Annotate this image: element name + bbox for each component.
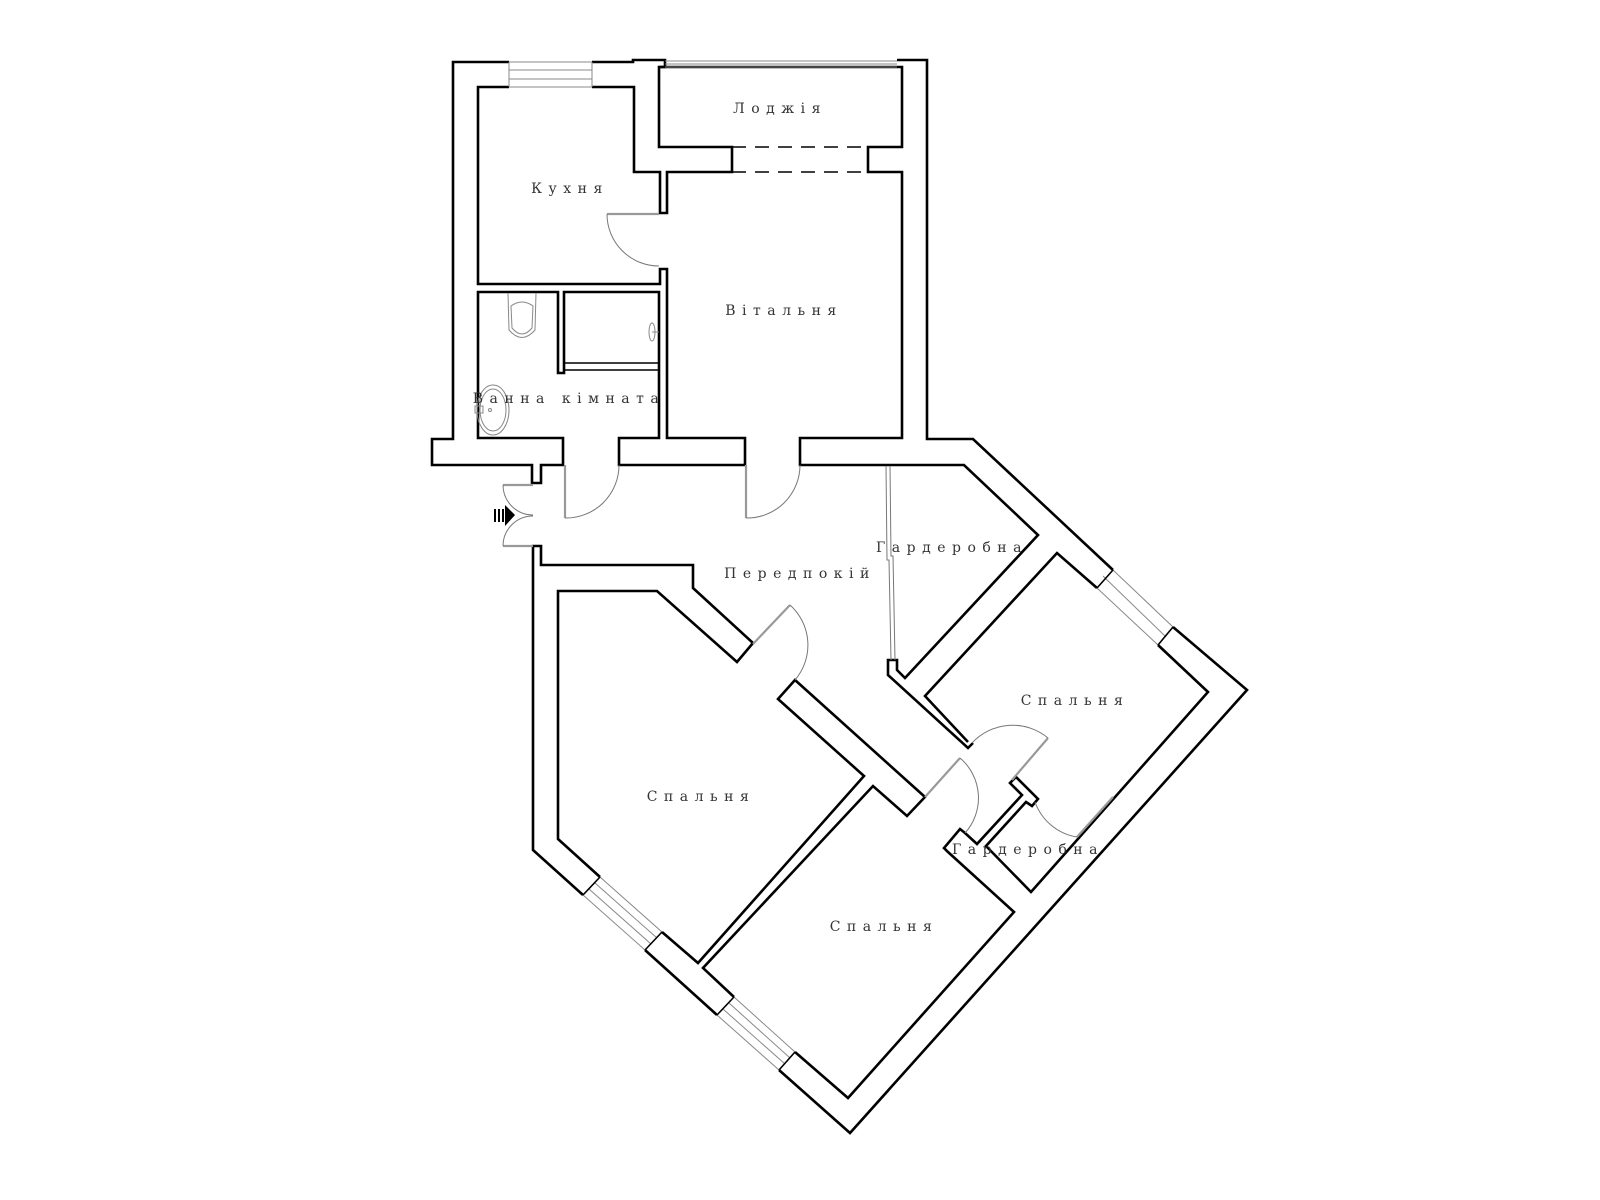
bedroom1-door[interactable]	[752, 604, 809, 681]
shower-tray-line	[564, 362, 660, 371]
toilet-icon	[507, 292, 537, 338]
doors	[502, 212, 1114, 838]
shower-icon	[648, 322, 659, 342]
door-leaf	[1011, 737, 1049, 781]
door-leaf	[1076, 796, 1114, 838]
windows	[508, 60, 1174, 1071]
bedroom3-south-wall	[794, 644, 1210, 1100]
west-wall	[430, 60, 747, 485]
bathroom-door[interactable]	[563, 464, 620, 519]
loggia-inner	[659, 65, 1040, 750]
label-wardrobe-1: Гардеробна	[876, 540, 1028, 556]
bedroom3-door[interactable]	[924, 757, 979, 834]
label-bathroom: Ванна кімната	[473, 391, 665, 407]
bedroom1-wall-lower	[661, 678, 927, 998]
south-east-outer-wall	[778, 626, 1249, 1135]
door-swing-arc	[959, 757, 979, 834]
door-leaf	[752, 604, 791, 645]
room-labels: Лоджія Кухня Вітальня Ванна кімната Пере…	[473, 101, 1130, 935]
kitchen-window	[508, 61, 593, 88]
label-bedroom-1: Спальня	[647, 789, 756, 805]
door-swing-arc	[606, 213, 660, 267]
door-swing-arc	[564, 464, 620, 519]
label-hallway: Передпокій	[724, 566, 876, 582]
label-bedroom-3: Спальня	[830, 919, 939, 935]
south-west-outer-wall	[644, 949, 718, 1016]
label-living-room: Вітальня	[725, 303, 843, 319]
sink-icon	[474, 384, 510, 436]
bedroom2-door[interactable]	[971, 724, 1049, 781]
entrance-arrow-icon	[494, 505, 515, 526]
bedroom2-window	[1096, 569, 1174, 646]
door-swing-arc	[1034, 801, 1078, 838]
label-loggia: Лоджія	[733, 101, 827, 117]
door-swing-arc	[789, 604, 809, 681]
label-wardrobe-2: Гардеробна	[952, 842, 1104, 858]
west-lower-outer-wall	[531, 544, 755, 896]
door-swing-arc	[971, 724, 1049, 744]
wardrobe1-sliding-door[interactable]	[884, 464, 896, 661]
bedroom3-window	[716, 996, 796, 1071]
door-swing-arc	[745, 464, 801, 519]
east-outer-wall	[897, 58, 1114, 571]
bedroom1-window	[582, 876, 663, 951]
door-swing-arc	[502, 515, 534, 547]
wardrobe2-door[interactable]	[1034, 796, 1114, 838]
label-bedroom-2: Спальня	[1021, 693, 1130, 709]
living-room-door[interactable]	[744, 464, 801, 519]
loggia-window	[665, 60, 897, 68]
bedroom2-wall	[923, 551, 1098, 743]
label-kitchen: Кухня	[531, 181, 609, 197]
kitchen-loggia-wall	[592, 58, 734, 215]
door-leaf	[924, 757, 961, 798]
kitchen-door[interactable]	[606, 212, 660, 267]
door-swing-arc	[502, 484, 534, 516]
entrance-door-lower[interactable]	[502, 515, 534, 548]
entrance-door-upper[interactable]	[502, 483, 534, 516]
